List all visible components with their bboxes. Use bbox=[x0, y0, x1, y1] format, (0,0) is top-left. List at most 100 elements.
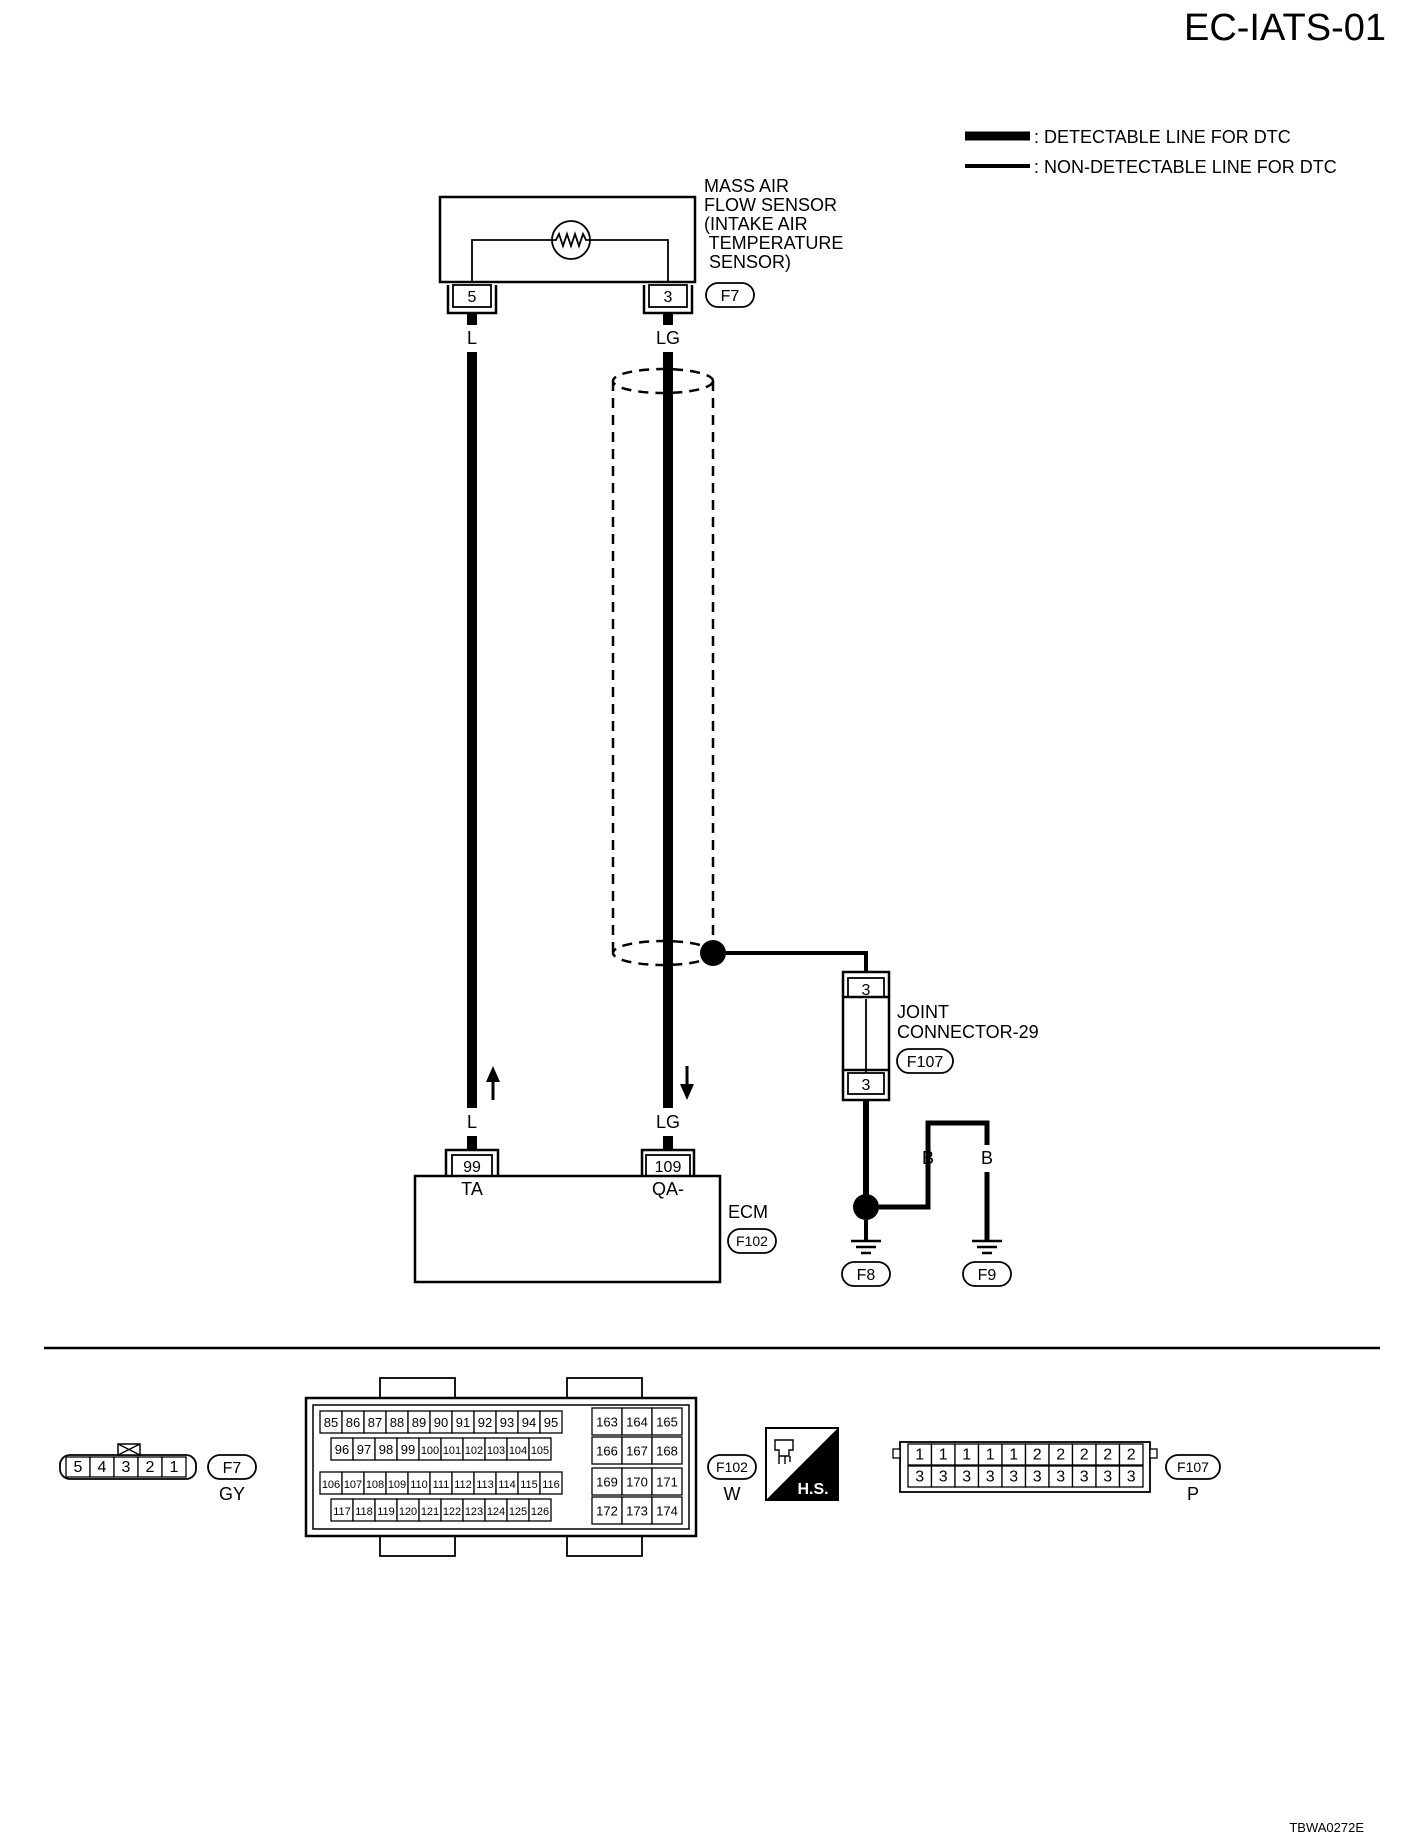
f107-lock-left bbox=[892, 1448, 901, 1459]
f102-pin: 87 bbox=[368, 1415, 382, 1430]
joint-connector-tag bbox=[896, 1048, 954, 1074]
f102-pin-box bbox=[651, 1407, 683, 1436]
shield-junction-dot bbox=[700, 940, 726, 966]
f102-pin: 120 bbox=[399, 1506, 417, 1518]
f7-view-color: GY bbox=[219, 1484, 245, 1504]
joint-pin-bottom-box bbox=[847, 1072, 885, 1095]
maf-sensor-name-1: MASS AIR bbox=[704, 176, 789, 196]
maf-connector-tag bbox=[705, 282, 755, 308]
f107-pin: 2 bbox=[1056, 1447, 1065, 1464]
f102-pin: 164 bbox=[626, 1415, 648, 1430]
f107-pin: 2 bbox=[1080, 1447, 1089, 1464]
f102-view-color: W bbox=[724, 1484, 741, 1504]
ground-wiring: B B F8 F9 bbox=[841, 1100, 1012, 1287]
ecm-name: ECM bbox=[728, 1202, 768, 1222]
f107-pin: 1 bbox=[986, 1447, 995, 1464]
f102-pin: 123 bbox=[465, 1506, 483, 1518]
f102-pin: 98 bbox=[379, 1442, 393, 1457]
f102-pin: 93 bbox=[500, 1415, 514, 1430]
maf-pin-5-label: 5 bbox=[468, 289, 477, 306]
hs-badge-black-triangle bbox=[766, 1428, 838, 1500]
f102-pin: 170 bbox=[626, 1475, 648, 1490]
main-wires: L L LG LG bbox=[467, 313, 694, 1150]
sensor-internal-wiring bbox=[471, 239, 669, 282]
f102-pin: 104 bbox=[509, 1445, 527, 1457]
f107-pin: 3 bbox=[1103, 1469, 1112, 1486]
f107-view-id: F107 bbox=[1177, 1459, 1209, 1475]
ecm-connector-id: F102 bbox=[736, 1233, 768, 1249]
f102-pin-box bbox=[651, 1436, 683, 1465]
page-code: EC-IATS-01 bbox=[1184, 7, 1386, 49]
wire-color-ground-2: B bbox=[981, 1148, 993, 1168]
f102-pin: 103 bbox=[487, 1445, 505, 1457]
ecm: 99 109 TA QA- ECM F102 bbox=[413, 1148, 777, 1284]
wire-color-left-bottom: L bbox=[467, 1112, 477, 1132]
f102-pin: 169 bbox=[596, 1475, 618, 1490]
f102-pin: 92 bbox=[478, 1415, 492, 1430]
f102-pin-box bbox=[528, 1437, 552, 1461]
f102-pin-box bbox=[591, 1436, 623, 1465]
f102-pin-box bbox=[651, 1496, 683, 1525]
ecm-pin-109-label: 109 bbox=[655, 1159, 682, 1176]
ground-symbol-f9-icon bbox=[972, 1239, 1002, 1255]
wire-color-left-top: L bbox=[467, 328, 477, 348]
f102-pin: 171 bbox=[656, 1475, 678, 1490]
f7-view-tag bbox=[207, 1454, 257, 1480]
f102-housing-inner bbox=[312, 1404, 690, 1530]
maf-sensor-name-4: TEMPERATURE bbox=[704, 233, 843, 253]
f107-pin: 2 bbox=[1033, 1447, 1042, 1464]
f102-pin-box bbox=[651, 1467, 683, 1496]
f102-pin: 100 bbox=[421, 1445, 439, 1457]
f102-pin: 102 bbox=[465, 1445, 483, 1457]
f102-pin: 167 bbox=[626, 1444, 648, 1459]
f107-pin-box bbox=[1118, 1465, 1144, 1488]
f102-pin: 122 bbox=[443, 1506, 461, 1518]
f102-pin: 91 bbox=[456, 1415, 470, 1430]
f107-pin: 3 bbox=[939, 1469, 948, 1486]
f102-pin: 95 bbox=[544, 1415, 558, 1430]
f107-pin: 3 bbox=[986, 1469, 995, 1486]
ecm-terminal-qa: QA- bbox=[652, 1179, 684, 1199]
f102-pin: 112 bbox=[454, 1479, 472, 1491]
joint-pin-bottom-label: 3 bbox=[862, 1077, 871, 1094]
legend-detectable-label: : DETECTABLE LINE FOR DTC bbox=[1034, 127, 1291, 147]
f102-pin: 106 bbox=[322, 1479, 340, 1491]
f102-pin: 174 bbox=[656, 1504, 678, 1519]
ecm-connector-tag bbox=[727, 1228, 777, 1254]
f107-pin: 2 bbox=[1103, 1447, 1112, 1464]
f102-pin: 96 bbox=[335, 1442, 349, 1457]
wire-ground-b-1 bbox=[879, 1120, 990, 1210]
f107-pin: 3 bbox=[1080, 1469, 1089, 1486]
f102-pin: 108 bbox=[366, 1479, 384, 1491]
f102-pin: 99 bbox=[401, 1442, 415, 1457]
f102-pin: 119 bbox=[377, 1506, 395, 1518]
f102-pin: 89 bbox=[412, 1415, 426, 1430]
f102-pin: 165 bbox=[656, 1415, 678, 1430]
hs-badge: H.S. bbox=[765, 1427, 839, 1501]
f7-pin-box bbox=[161, 1456, 187, 1478]
f102-pin: 101 bbox=[443, 1445, 461, 1457]
f102-pin: 114 bbox=[498, 1479, 516, 1491]
f107-pin: 2 bbox=[1127, 1447, 1136, 1464]
f102-pin: 115 bbox=[520, 1479, 538, 1491]
f102-pin-box bbox=[621, 1407, 653, 1436]
f107-pin-box bbox=[1118, 1443, 1144, 1466]
ecm-pin-109-bracket bbox=[640, 1148, 696, 1176]
f107-view-color: P bbox=[1187, 1484, 1199, 1504]
f102-pin: 125 bbox=[509, 1506, 527, 1518]
f107-pin: 3 bbox=[1033, 1469, 1042, 1486]
ecm-pin-99-label: 99 bbox=[463, 1159, 481, 1176]
f7-pin: 3 bbox=[122, 1459, 131, 1476]
f102-pin: 85 bbox=[324, 1415, 338, 1430]
arrow-up-head bbox=[486, 1066, 500, 1082]
f102-view-tag bbox=[707, 1454, 757, 1480]
joint-connector-name-2: CONNECTOR-29 bbox=[897, 1022, 1039, 1042]
f107-pin: 1 bbox=[1009, 1447, 1018, 1464]
maf-sensor-name-2: FLOW SENSOR bbox=[704, 195, 837, 215]
f107-view-tag bbox=[1165, 1454, 1221, 1480]
f107-lock-right bbox=[1149, 1448, 1158, 1459]
f102-pin: 118 bbox=[355, 1506, 373, 1518]
